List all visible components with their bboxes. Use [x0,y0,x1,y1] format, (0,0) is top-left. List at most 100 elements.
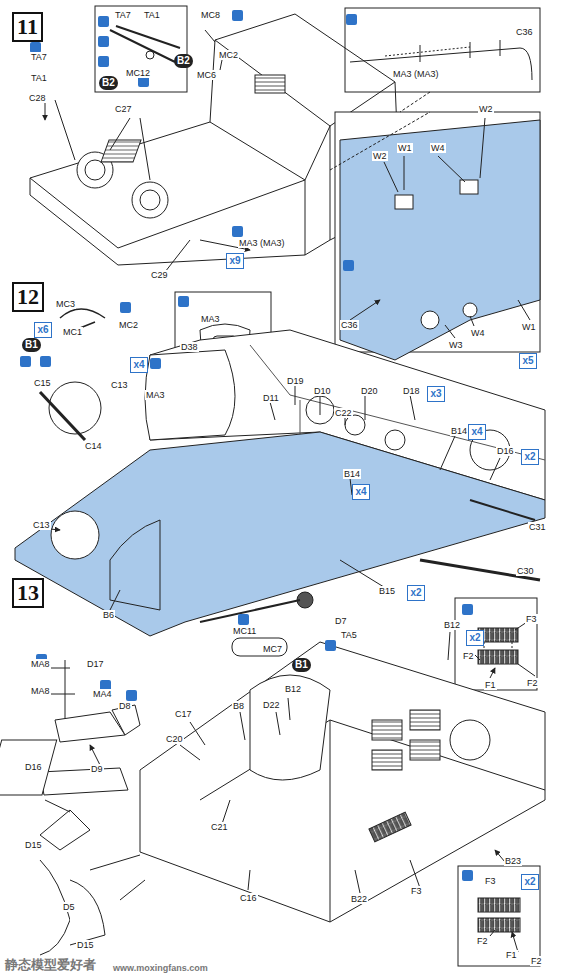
part-number: B15 [378,586,396,596]
part-number: D20 [360,386,379,396]
part-number: C14 [84,441,103,451]
part-number: F1 [484,680,497,690]
part-number: D22 [262,700,281,710]
part-number: D5 [62,902,76,912]
part-number: W2 [372,151,388,161]
part-number: F3 [410,886,423,896]
part-number: C31 [528,522,547,532]
quantity-box: x2 [521,874,539,890]
box-text: x2 [469,632,480,644]
part-number: W3 [448,340,464,350]
part-number: F3 [525,614,538,624]
part-number: MC2 [118,320,139,330]
watermark: www.moxingfans.com [112,963,209,973]
part-number: W4 [470,328,486,338]
step-number-box: 13 [12,578,44,608]
part-number: F2 [530,956,543,966]
part-number: D10 [313,386,332,396]
part-number: TA7 [30,52,48,62]
part-number: B22 [350,894,368,904]
part-number: D38 [180,342,199,352]
quantity-box: x3 [427,386,445,402]
quantity-box: x4 [130,357,148,373]
part-number: B2 [99,76,118,90]
box-text: x4 [133,359,144,371]
box-text: x2 [410,587,421,599]
part-number: C36 [340,320,359,330]
quantity-box: x2 [521,449,539,465]
step-number-box: 12 [12,282,44,312]
part-number: B14 [343,469,361,479]
part-number: TA5 [340,630,358,640]
quantity-box: x5 [519,353,537,369]
part-number: C28 [28,93,47,103]
part-number: C30 [516,566,535,576]
part-number: D18 [402,386,421,396]
part-number: C13 [32,520,51,530]
box-text: 13 [17,582,39,604]
part-number: C36 [515,27,534,37]
part-number: D16 [496,446,515,456]
part-number: D7 [334,616,348,626]
box-text: x9 [229,255,240,267]
part-number: MC2 [218,50,239,60]
part-number: C21 [210,822,229,832]
watermark: 静态模型爱好者 [4,958,97,973]
step-number-box: 11 [12,12,43,42]
box-text: x3 [430,388,441,400]
part-number: F2 [462,651,475,661]
box-text: x6 [37,324,48,336]
box-text: 12 [17,286,39,308]
part-number: MC11 [232,626,257,636]
part-number: F3 [484,876,497,886]
part-number: C27 [114,104,133,114]
part-number: C17 [174,709,193,719]
part-number: C16 [239,893,258,903]
instruction-icons [20,10,473,881]
part-number: MA8 [30,686,51,696]
box-text: x5 [522,355,533,367]
part-number: B1 [292,658,311,672]
part-number: MA3 [145,390,166,400]
part-number: W1 [521,322,537,332]
part-number: D9 [90,764,104,774]
part-number: TA1 [30,73,48,83]
box-text: 11 [17,16,38,38]
part-number: F2 [526,678,539,688]
part-number: W1 [397,143,413,153]
part-number: F2 [476,936,489,946]
part-number: D19 [286,376,305,386]
part-number: MC8 [200,10,221,20]
part-number: B8 [232,701,245,711]
part-number: MA8 [30,659,51,669]
part-number: MA3 (MA3) [392,69,440,79]
part-number: F1 [505,950,518,960]
part-number: B12 [443,620,461,630]
part-number: MC6 [196,70,217,80]
box-text: x4 [355,486,366,498]
part-number: B6 [102,610,115,620]
part-number: MA3 (MA3) [238,238,286,248]
part-number: C29 [150,270,169,280]
quantity-box: x4 [468,424,486,440]
quantity-box: x6 [34,322,52,338]
part-number: B23 [504,856,522,866]
part-number: C13 [110,380,129,390]
part-number: D8 [118,701,132,711]
part-number: MC7 [262,644,283,654]
part-number: W2 [478,104,494,114]
part-number: MA4 [92,689,113,699]
part-number: W4 [430,143,446,153]
part-number: B2 [174,54,193,68]
part-number: D15 [24,840,43,850]
part-number: C22 [334,408,353,418]
part-number: B14 [450,426,468,436]
part-number: D11 [262,393,280,403]
part-number: D17 [86,659,105,669]
part-number: MC12 [125,68,151,78]
box-text: x2 [524,451,535,463]
part-number: TA7 [114,10,132,20]
part-number: D15 [76,940,95,950]
quantity-box: x4 [352,484,370,500]
